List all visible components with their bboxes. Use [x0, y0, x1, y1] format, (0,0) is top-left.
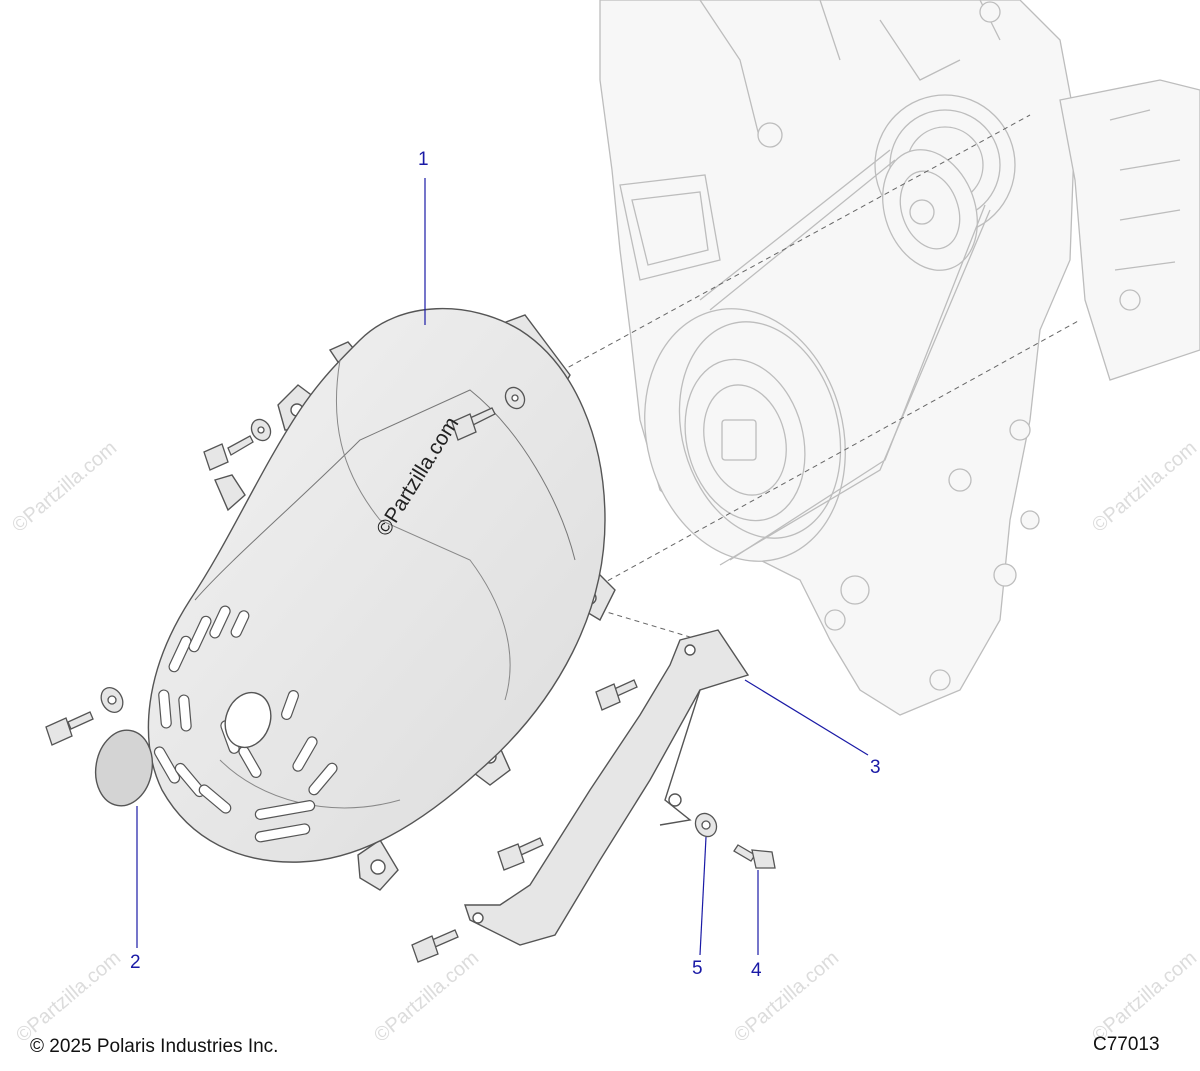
callout-1: 1 — [418, 149, 429, 170]
callout-2: 2 — [130, 952, 141, 973]
bracket — [464, 629, 750, 946]
engine-ghost — [599, 0, 1200, 716]
plug — [94, 729, 154, 807]
copyright-text: © 2025 Polaris Industries Inc. — [30, 1036, 279, 1057]
callout-3: 3 — [870, 757, 881, 778]
fasteners — [45, 386, 776, 963]
pulley-cover — [147, 308, 616, 891]
leader-lines — [136, 178, 869, 956]
figure-code: C77013 — [1093, 1034, 1160, 1055]
alignment-lines — [544, 114, 1081, 641]
callout-4: 4 — [751, 960, 762, 981]
callout-5: 5 — [692, 958, 703, 979]
